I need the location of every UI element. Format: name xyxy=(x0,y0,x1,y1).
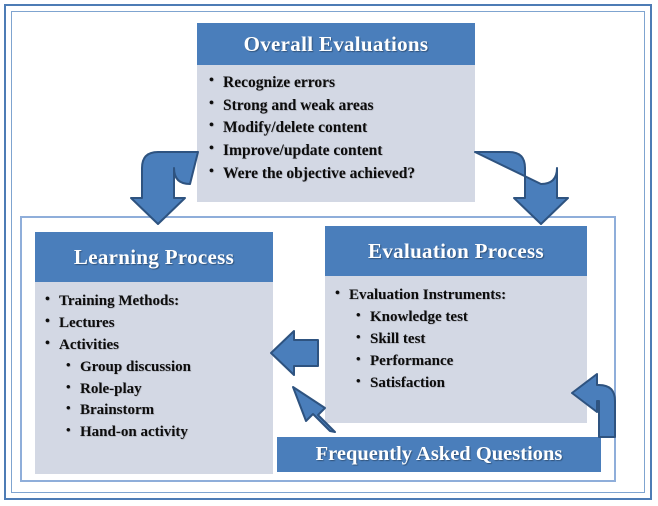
card-evaluation-process: Evaluation Process Evaluation Instrument… xyxy=(325,226,587,423)
list-item: Recognize errors xyxy=(207,71,465,95)
overall-bullet-list: Recognize errors Strong and weak areas M… xyxy=(207,71,465,186)
outer-border-inner-line xyxy=(11,11,645,493)
learning-activities-sublist: Group discussion Role-play Brainstorm Ha… xyxy=(43,356,265,445)
list-item: Performance xyxy=(355,350,579,373)
card-learning-body: Training Methods: Lectures Activities Gr… xyxy=(35,282,273,444)
list-item-label: Activities xyxy=(59,336,119,353)
evaluation-bullet-list: Evaluation Instruments: xyxy=(333,284,579,307)
list-item: Lectures xyxy=(43,312,265,335)
list-item: Role-play xyxy=(65,378,265,401)
card-evaluation-body: Evaluation Instruments: Knowledge test S… xyxy=(325,276,587,394)
list-item: Knowledge test xyxy=(355,306,579,329)
card-overall-evaluations: Overall Evaluations Recognize errors Str… xyxy=(197,23,475,202)
list-item: Improve/update content xyxy=(207,139,465,163)
list-item: Brainstorm xyxy=(65,399,265,422)
list-item: Hand-on activity xyxy=(65,421,265,444)
card-learning-process: Learning Process Training Methods: Lectu… xyxy=(35,232,273,474)
card-learning-title: Learning Process xyxy=(35,232,273,282)
process-container-border xyxy=(20,216,616,482)
card-evaluation-title: Evaluation Process xyxy=(325,226,587,276)
outer-border xyxy=(4,4,652,500)
list-item: Activities xyxy=(43,334,265,357)
learning-bullet-list: Training Methods: Lectures Activities xyxy=(43,290,265,357)
list-item: Strong and weak areas xyxy=(207,94,465,118)
card-overall-title: Overall Evaluations xyxy=(197,23,475,65)
card-overall-body: Recognize errors Strong and weak areas M… xyxy=(197,65,475,185)
banner-frequently-asked-questions: Frequently Asked Questions xyxy=(277,437,601,472)
list-item: Skill test xyxy=(355,328,579,351)
list-item-lead: Evaluation Instruments: xyxy=(333,284,579,307)
list-item: Satisfaction xyxy=(355,372,579,395)
list-item: Modify/delete content xyxy=(207,116,465,140)
list-item: Were the objective achieved? xyxy=(207,162,465,186)
evaluation-instruments-sublist: Knowledge test Skill test Performance Sa… xyxy=(333,306,579,395)
list-item-lead: Training Methods: xyxy=(43,290,265,313)
list-item: Group discussion xyxy=(65,356,265,379)
